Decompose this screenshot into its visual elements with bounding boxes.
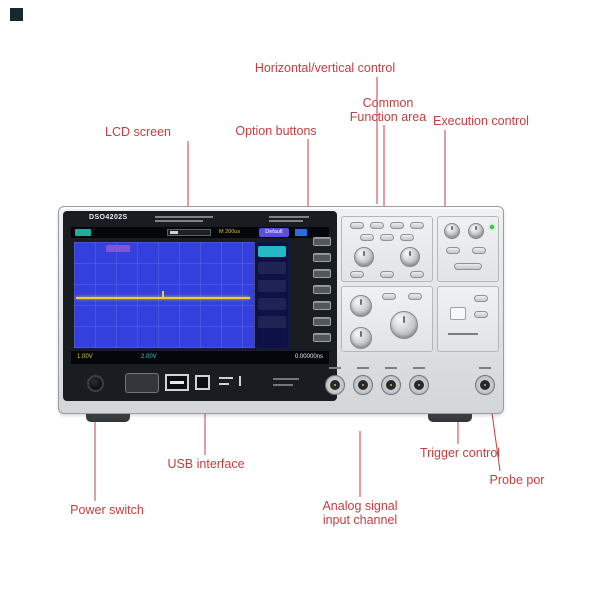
model-number: DSO4202S (89, 214, 128, 221)
callout-lcd-screen: LCD screen (105, 125, 171, 139)
callout-analog-line1: Analog signal (322, 499, 398, 513)
option-button-f6 (313, 317, 331, 326)
menu-button (410, 271, 424, 278)
set-to-50-button (474, 295, 488, 302)
callout-horizontal-vertical-control: Horizontal/vertical control (254, 61, 396, 75)
callout-power-switch: Power switch (70, 503, 144, 517)
ch1-volts-readout: 1.00V (77, 354, 93, 360)
bnc-label-bar (329, 367, 341, 369)
cursor-chip (106, 245, 130, 252)
screen-status-bar: M 200us Default (71, 227, 329, 238)
ch1-scale-knob (350, 295, 372, 317)
menu-button (350, 271, 364, 278)
run-status-led (490, 225, 494, 229)
bnc-label-bar (479, 367, 491, 369)
generator-label-bar (448, 333, 478, 335)
vertical-position-knob (354, 247, 374, 267)
option-button-f1 (313, 237, 331, 246)
callout-common-function-area: Common Function area (350, 96, 426, 124)
port-label-glyph (273, 384, 293, 386)
auto-button (446, 247, 460, 254)
usb-device-port (195, 375, 210, 390)
menu-button (350, 222, 364, 229)
lcd-bezel: DSO4202S M 200us Default (63, 211, 337, 401)
timebase-readout: M 200us (219, 229, 241, 235)
ch2-scale-knob (350, 327, 372, 349)
panel-trigger-area (437, 286, 499, 352)
spec-text-bar (269, 220, 303, 222)
bnc-connector-probe-port (475, 375, 495, 395)
force-button (474, 311, 488, 318)
port-label-glyph (219, 377, 233, 379)
bnc-label-bar (413, 367, 425, 369)
lcd-screen (73, 241, 289, 349)
horizontal-position-knob (400, 247, 420, 267)
port-label-glyph (273, 378, 299, 380)
callout-option-buttons: Option buttons (235, 124, 317, 138)
callout-execution-control: Execution control (433, 114, 529, 128)
oscilloscope-body: DSO4202S M 200us Default (58, 206, 504, 414)
option-button-f2 (313, 253, 331, 262)
option-button-f7 (313, 333, 331, 342)
spec-text-bar (269, 216, 309, 218)
horizontal-scale-knob (390, 311, 418, 339)
brand-text-bar (155, 220, 203, 222)
bnc-label-bar (357, 367, 369, 369)
waveform-step (162, 291, 164, 299)
trigger-menu-button (450, 307, 466, 320)
time-readout: 0.00000ns (294, 354, 323, 360)
default-chip: Default (259, 228, 289, 237)
option-button-f5 (313, 301, 331, 310)
ch2-volts-readout: 2.00V (141, 354, 157, 360)
option-button-f4 (313, 285, 331, 294)
port-label-glyph (239, 376, 241, 386)
execution-knob-1 (444, 223, 460, 239)
execution-knob-2 (468, 223, 484, 239)
menu-button (360, 234, 374, 241)
callout-usb-interface: USB interface (167, 457, 245, 471)
menu-highlight-chip (258, 246, 286, 257)
callout-analog-input-channel: Analog signal input channel (322, 499, 397, 527)
status-chip (295, 229, 307, 236)
menu-button (370, 222, 384, 229)
sd-card-slot (125, 373, 159, 393)
menu-button (380, 271, 394, 278)
ch1-menu-button (382, 293, 396, 300)
usb-port (165, 374, 189, 391)
bnc-connector-ch1 (325, 375, 345, 395)
menu-button (400, 234, 414, 241)
power-switch (87, 375, 104, 392)
run-stop-button (454, 263, 482, 270)
callout-trigger-control: Trigger control (419, 446, 501, 460)
callout-common-line1: Common (362, 96, 414, 110)
corner-artifact (10, 8, 23, 21)
menu-slot (258, 262, 286, 274)
acquire-meter (167, 229, 211, 236)
brand-text-bar (155, 216, 213, 218)
menu-button (380, 234, 394, 241)
callout-common-line2: Function area (349, 110, 427, 124)
bnc-label-bar (385, 367, 397, 369)
menu-button (410, 222, 424, 229)
panel-execution-area (437, 216, 499, 282)
screen-readout-bar: 1.00V 2.00V 0.00000ns (71, 351, 329, 364)
screen-side-menu (254, 242, 288, 348)
menu-slot (258, 316, 286, 328)
bnc-connector-ch4 (409, 375, 429, 395)
single-button (472, 247, 486, 254)
port-label-glyph (219, 383, 229, 385)
menu-slot (258, 280, 286, 292)
bnc-connector-ch2 (353, 375, 373, 395)
menu-slot (258, 298, 286, 310)
panel-vertical-horizontal-area (341, 286, 433, 352)
callout-probe-port: Probe por (489, 473, 545, 487)
callout-analog-line2: input channel (322, 513, 398, 527)
ch2-menu-button (408, 293, 422, 300)
panel-function-area (341, 216, 433, 282)
channel-chip (75, 229, 91, 236)
option-button-f3 (313, 269, 331, 278)
bnc-connector-ch3 (381, 375, 401, 395)
menu-button (390, 222, 404, 229)
